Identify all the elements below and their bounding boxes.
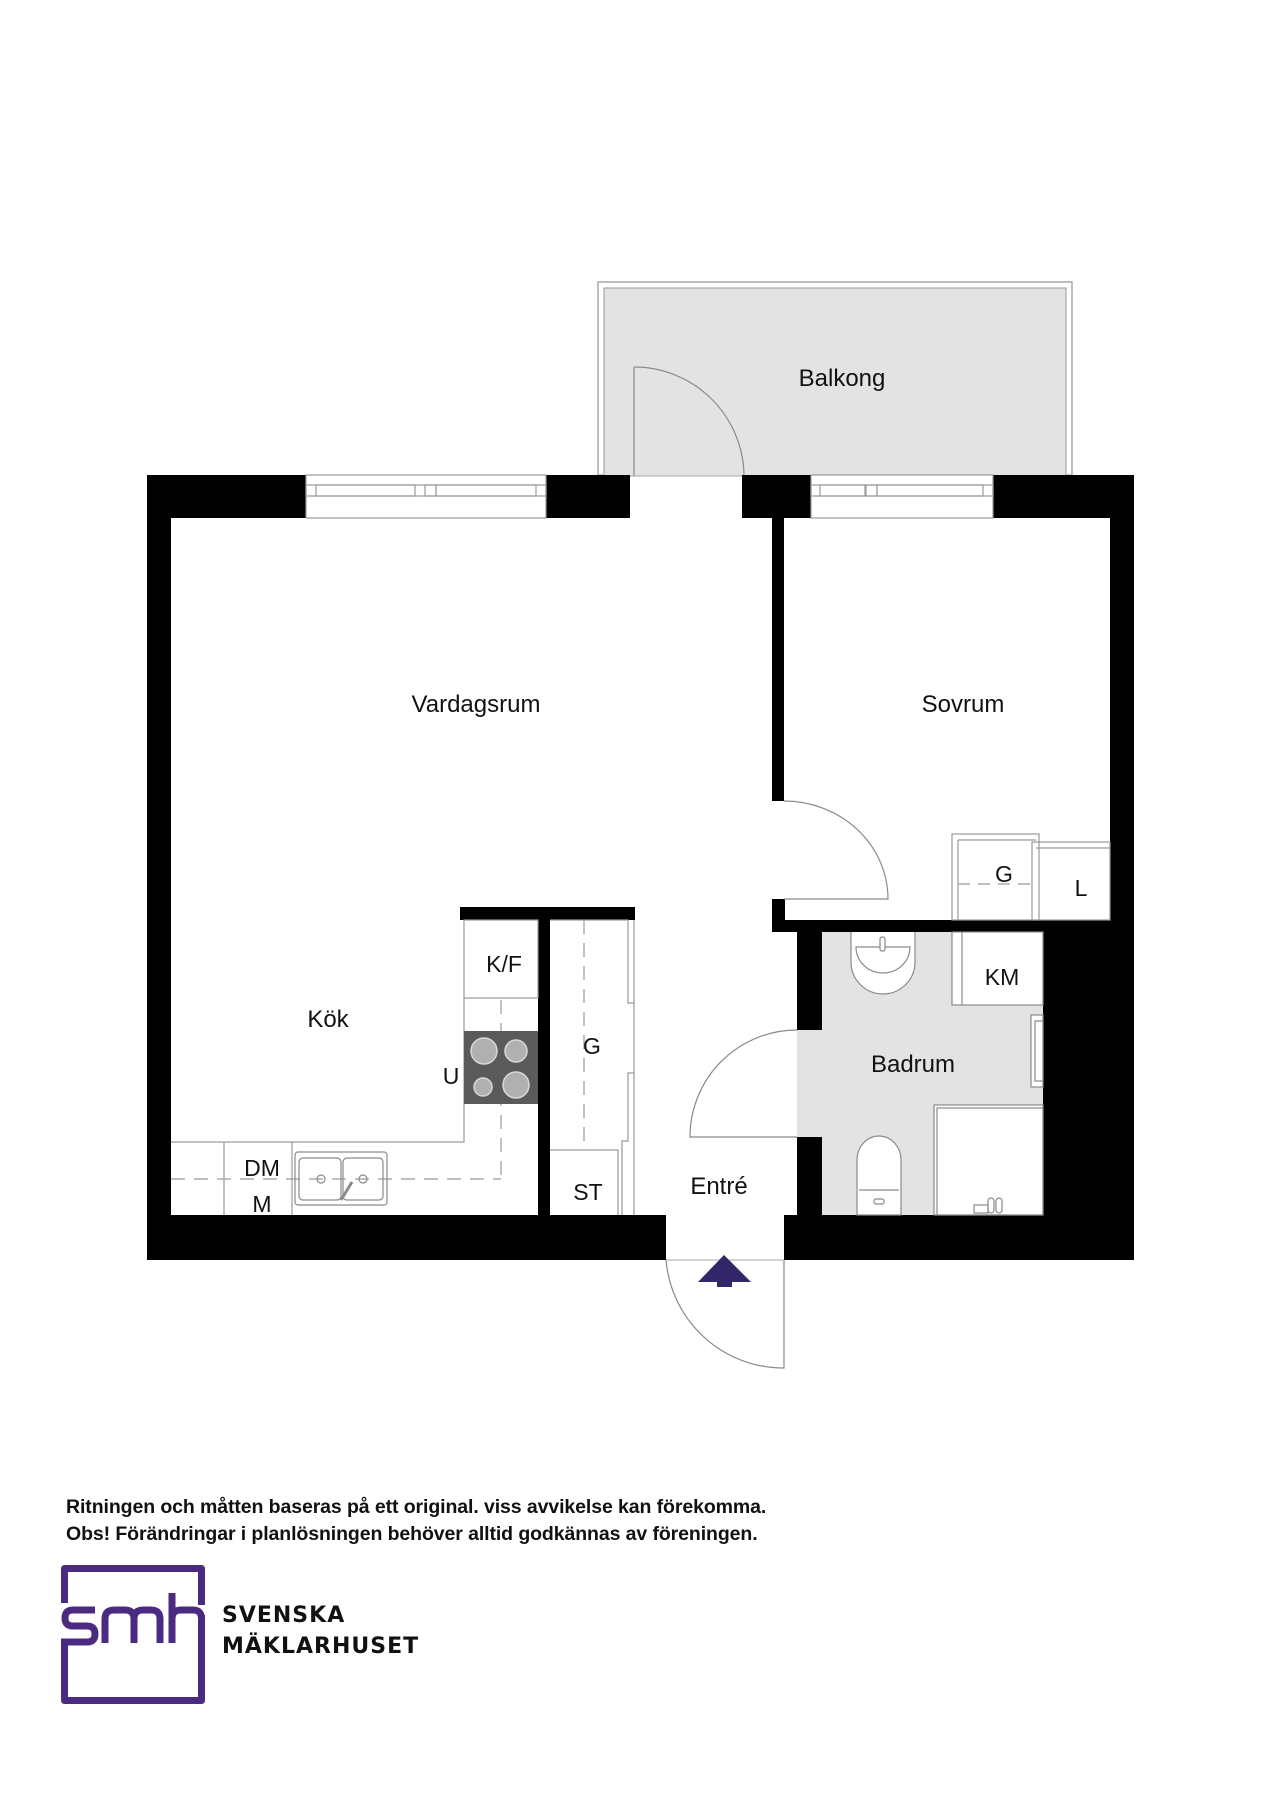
kitchen-sink xyxy=(294,1151,388,1206)
balcony: Balkong xyxy=(597,281,1073,477)
brand-name-line-2: MÄKLARHUSET xyxy=(222,1634,420,1659)
hall-wardrobe xyxy=(550,919,635,1215)
window-living-room xyxy=(305,474,547,519)
label-hall-wardrobe: G xyxy=(583,1033,601,1059)
brand-name: SVENSKA MÄKLARHUSET xyxy=(222,1600,419,1662)
room-label-bedroom: Sovrum xyxy=(922,691,1005,718)
label-cleaning-closet: ST xyxy=(573,1179,602,1205)
room-label-entrance: Entré xyxy=(690,1173,747,1200)
bedroom-closets xyxy=(951,833,1111,921)
brand-logo-icon xyxy=(61,1565,205,1704)
room-label-kitchen: Kök xyxy=(307,1006,349,1033)
room-label-bathroom: Badrum xyxy=(871,1051,955,1078)
walls xyxy=(147,475,1134,1260)
label-washing-machine: KM xyxy=(985,964,1020,990)
room-label-living-room: Vardagsrum xyxy=(412,691,541,718)
bathroom-door-swing xyxy=(689,1029,798,1138)
entrance-arrow-icon xyxy=(698,1255,751,1287)
bathroom-fixtures xyxy=(850,931,1044,1216)
label-fridge-freezer: K/F xyxy=(486,951,522,977)
entrance-door-swing xyxy=(665,1259,785,1369)
disclaimer-line-1: Ritningen och måtten baseras på ett orig… xyxy=(66,1496,767,1518)
label-dishwasher: DM xyxy=(244,1155,280,1181)
window-bedroom xyxy=(810,474,994,519)
room-label-balcony: Balkong xyxy=(799,365,886,392)
stove-cooktop xyxy=(464,1031,538,1104)
label-oven: U xyxy=(443,1063,460,1089)
label-bedroom-wardrobe: G xyxy=(995,861,1013,887)
disclaimer-line-2: Obs! Förändringar i planlösningen behöve… xyxy=(66,1523,758,1545)
label-linen-closet: L xyxy=(1075,875,1088,901)
label-microwave: M xyxy=(252,1191,271,1217)
bedroom-door-swing xyxy=(783,800,889,900)
disclaimer: Ritningen och måtten baseras på ett orig… xyxy=(66,1494,766,1548)
kitchen-counter xyxy=(171,919,539,1215)
balcony-door-swing xyxy=(633,366,745,477)
brand-name-line-1: SVENSKA xyxy=(222,1603,346,1628)
